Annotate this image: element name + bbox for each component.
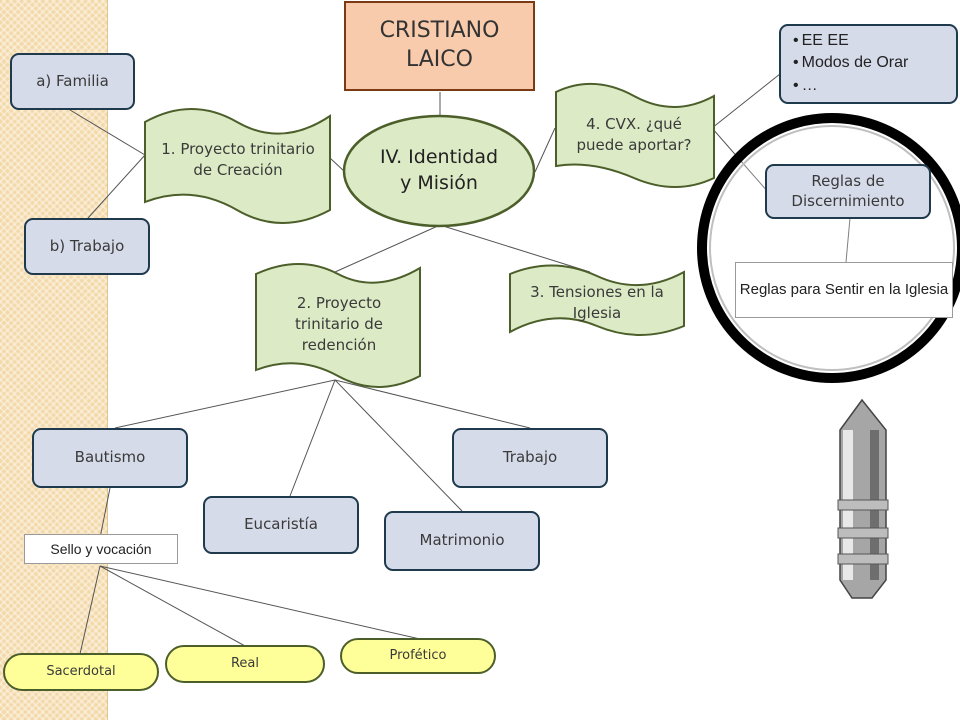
bullet-item: EE EE bbox=[793, 30, 950, 52]
title-box bbox=[344, 1, 535, 91]
flag-shape-4 bbox=[555, 83, 715, 188]
familia-box: a) Familia bbox=[10, 53, 135, 110]
trabajo-box: Trabajo bbox=[452, 428, 608, 488]
flag-4-label: 4. CVX. ¿qué puede aportar? bbox=[576, 115, 692, 154]
center-label: IV. Identidad y Misión bbox=[379, 146, 499, 194]
connector-lines bbox=[69, 69, 851, 655]
bautismo-box: Bautismo bbox=[32, 428, 188, 488]
flag-shape-1 bbox=[144, 108, 331, 224]
reglas-sentir-box: Reglas para Sentir en la Iglesia bbox=[735, 262, 953, 318]
eucaristia-box: Eucaristía bbox=[203, 496, 359, 554]
real-oval: Real bbox=[165, 645, 325, 683]
bullet-item: … bbox=[793, 75, 950, 97]
profetico-oval: Profético bbox=[340, 638, 496, 674]
trabajo-left-box: b) Trabajo bbox=[24, 218, 150, 275]
flag-3-label: 3. Tensiones en la Iglesia bbox=[530, 283, 664, 322]
center-ellipse bbox=[342, 114, 536, 228]
title-label: CRISTIANO LAICO bbox=[379, 18, 500, 72]
decorative-side-stripe bbox=[0, 0, 108, 720]
ejercicios-bullet-list: EE EE Modos de Orar … bbox=[779, 24, 958, 104]
reglas-discernimiento-box: Reglas de Discernimiento bbox=[765, 164, 931, 219]
sello-vocacion-box: Sello y vocación bbox=[24, 534, 178, 564]
flag-shape-3 bbox=[509, 264, 685, 336]
bullet-item: Modos de Orar bbox=[793, 52, 950, 74]
flag-2-label: 2. Proyecto trinitario de redención bbox=[295, 293, 383, 354]
matrimonio-box: Matrimonio bbox=[384, 511, 540, 571]
flag-shape-2 bbox=[255, 263, 421, 388]
sacerdotal-oval: Sacerdotal bbox=[3, 653, 159, 691]
flag-1-label: 1. Proyecto trinitario de Creación bbox=[161, 140, 315, 179]
flag-shapes bbox=[144, 83, 715, 388]
